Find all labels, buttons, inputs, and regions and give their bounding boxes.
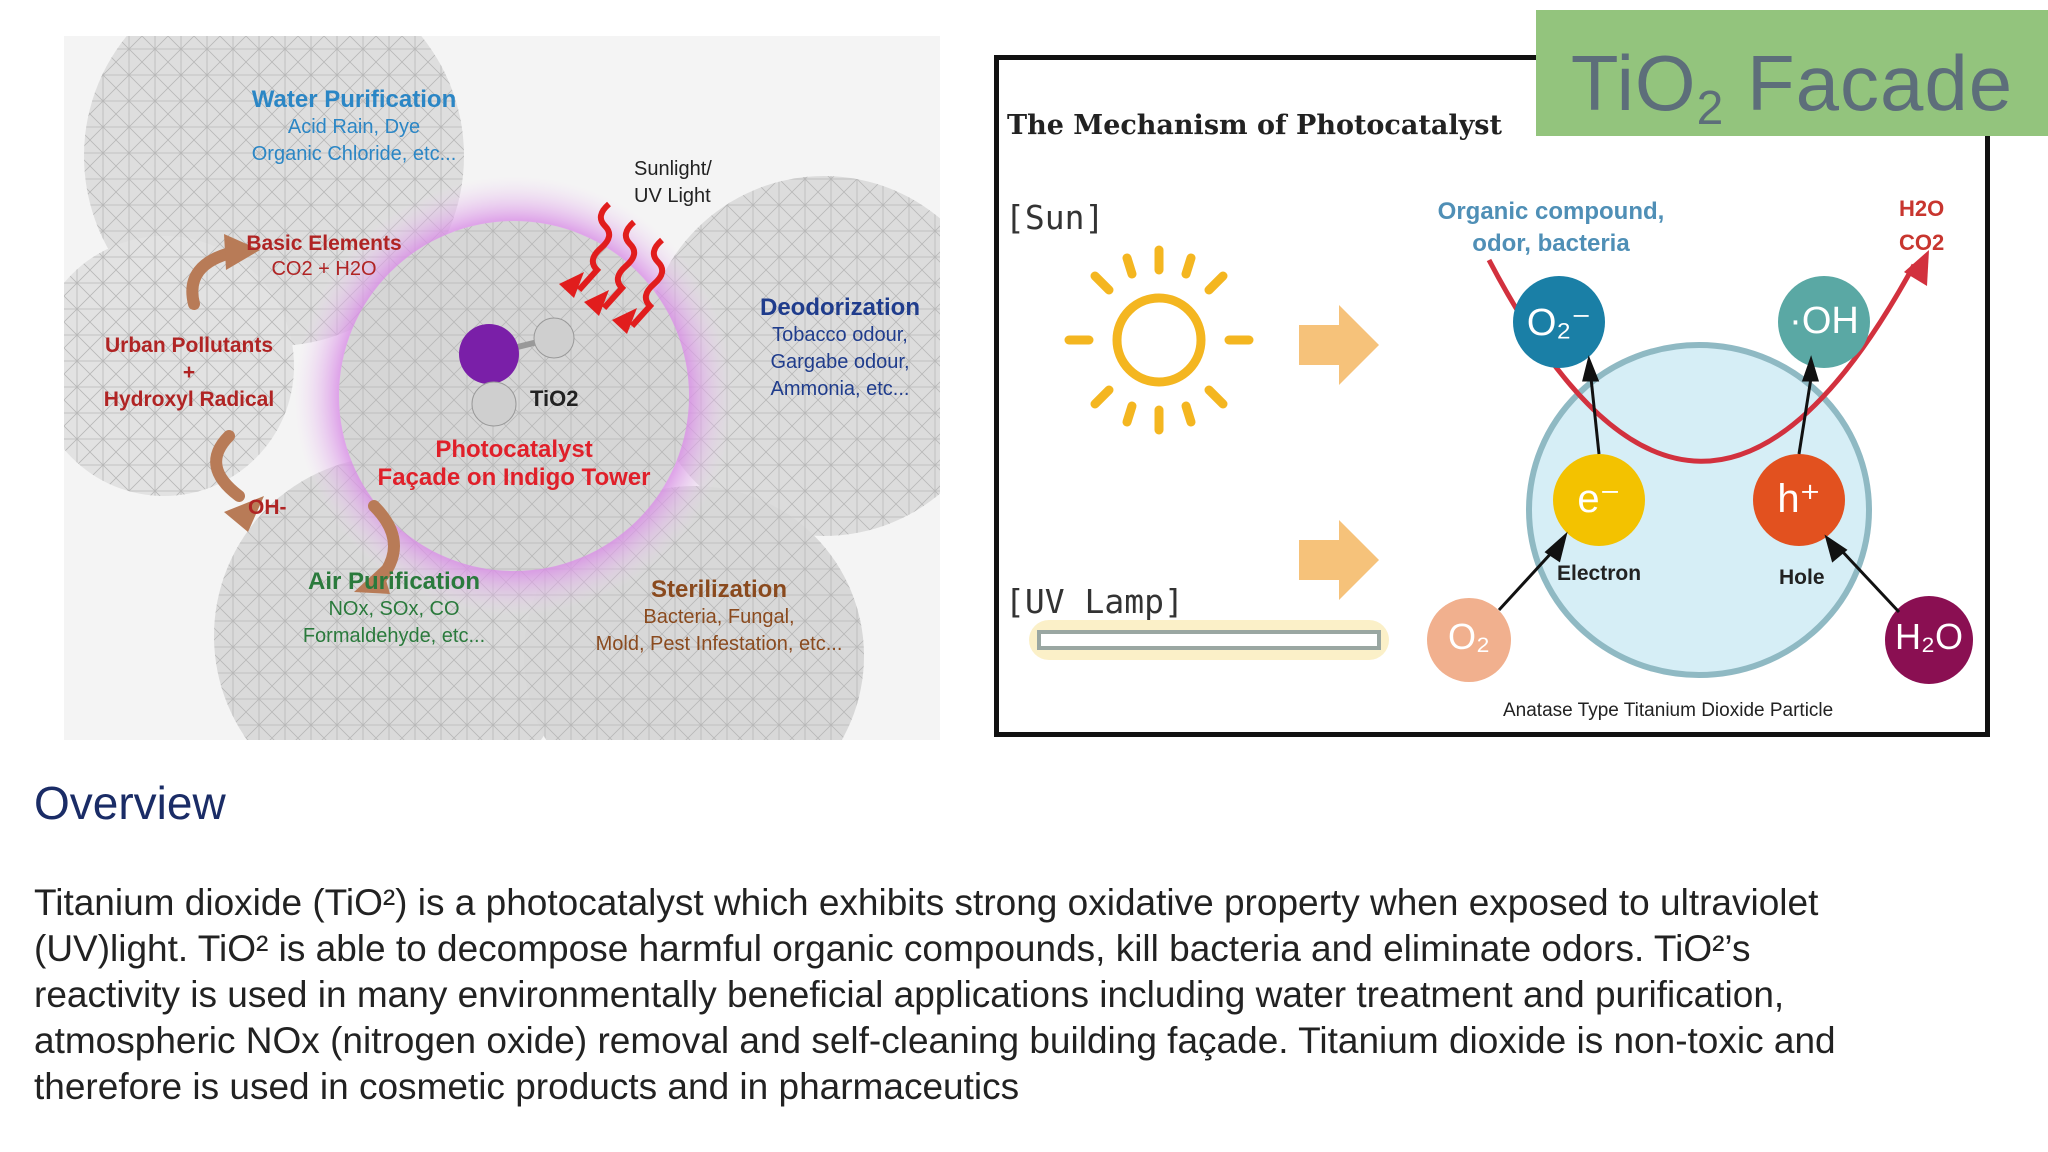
uv-ray-arrows	[576, 201, 666, 329]
sunlight-line: UV Light	[634, 185, 711, 207]
tio2-label: TiO2	[530, 386, 579, 411]
sterilization-title: Sterilization	[650, 576, 788, 603]
infographic-background	[64, 36, 940, 740]
title-main: TiO	[1570, 39, 1697, 127]
water-purification-line: Acid Rain, Dye	[287, 116, 421, 138]
water-circle	[1885, 596, 1973, 684]
deodorization-line: Gargabe odour,	[770, 351, 910, 373]
sun-icon	[1064, 245, 1254, 435]
hole-label: Hole	[1779, 566, 1825, 589]
flow-arrows	[1497, 355, 1901, 614]
deodorization-label: Deodorization Tobacco odour, Gargabe odo…	[740, 294, 940, 403]
sunlight-label: Sunlight/ UV Light	[634, 156, 712, 210]
urban-pollutants-label: Urban Pollutants + Hydroxyl Radical	[94, 332, 284, 413]
water-purification-line: Organic Chloride, etc...	[251, 143, 457, 165]
sun-arrow	[1299, 305, 1379, 385]
uv-lamp-label: [UV Lamp]	[1005, 582, 1184, 621]
photocatalyst-infographic: Water Purification Acid Rain, Dye Organi…	[64, 36, 940, 740]
water-text: H₂O	[1895, 616, 1963, 657]
photocatalyst-line: Photocatalyst	[435, 436, 593, 463]
photocatalyst-label: Photocatalyst Façade on Indigo Tower	[374, 436, 654, 492]
slide-title: TiO2 Facade	[1536, 38, 2048, 136]
products-line: CO2	[1899, 230, 1945, 255]
mechanism-graphics	[1029, 245, 1973, 684]
hole-symbol: h⁺	[1777, 477, 1821, 521]
oxygen-text: O₂	[1448, 616, 1490, 657]
oxygen-circle	[1427, 598, 1511, 682]
sterilization-label: Sterilization Bacteria, Fungal, Mold, Pe…	[574, 576, 864, 658]
water-purification-label: Water Purification Acid Rain, Dye Organi…	[244, 86, 464, 168]
basic-elements-label: Basic Elements CO2 + H2O	[224, 232, 424, 283]
overview-line: reactivity is used in many environmental…	[34, 974, 1785, 1015]
overview-line: therefore is used in cosmetic products a…	[34, 1066, 1020, 1107]
basic-elements-title: Basic Elements	[246, 232, 402, 255]
photocatalyst-line: Façade on Indigo Tower	[377, 464, 651, 491]
air-purification-line: NOx, SOx, CO	[328, 598, 460, 620]
oh-minus-label: OH-	[248, 496, 287, 519]
sterilization-line: Mold, Pest Infestation, etc...	[595, 633, 843, 655]
deodorization-line: Ammonia, etc...	[770, 378, 910, 400]
sterilization-line: Bacteria, Fungal,	[643, 606, 795, 628]
electron-circle	[1553, 454, 1645, 546]
title-subscript: 2	[1696, 82, 1725, 135]
lamp-arrow	[1299, 520, 1379, 600]
oxygen-atom	[471, 381, 517, 427]
o2-minus-circle	[1513, 276, 1605, 368]
hydroxyl-circle	[1778, 276, 1870, 368]
organic-line: odor, bacteria	[1472, 230, 1630, 257]
organic-line: Organic compound,	[1437, 198, 1665, 225]
air-purification-title: Air Purification	[307, 568, 481, 595]
deodorization-line: Tobacco odour,	[772, 324, 908, 346]
sun-label: [Sun]	[1005, 198, 1105, 237]
o2-minus-text: O₂⁻	[1526, 302, 1592, 344]
products-label: H2O CO2	[1899, 192, 1944, 260]
hydroxyl-text: ·OH	[1789, 300, 1859, 342]
mechanism-heading: The Mechanism of Photocatalyst	[1007, 110, 1502, 141]
basic-elements-sub: CO2 + H2O	[271, 258, 377, 280]
sunlight-line: Sunlight/	[634, 158, 712, 180]
urban-pollutants-line: Urban Pollutants	[104, 334, 273, 357]
oxygen-atom	[533, 317, 575, 359]
electron-label: Electron	[1557, 562, 1642, 585]
electron-symbol: e⁻	[1577, 477, 1621, 521]
water-purification-title: Water Purification	[251, 86, 457, 113]
overview-body: Titanium dioxide (TiO²) is a photocataly…	[34, 880, 2014, 1110]
overview-line: atmospheric NOx (nitrogen oxide) removal…	[34, 1020, 1836, 1061]
hole-circle	[1753, 454, 1845, 546]
title-badge: TiO2 Facade	[1536, 10, 2048, 136]
organic-compound-label: Organic compound, odor, bacteria	[1351, 196, 1751, 260]
urban-pollutants-line: +	[182, 361, 196, 384]
products-line: H2O	[1899, 196, 1945, 221]
particle-caption: Anatase Type Titanium Dioxide Particle	[1503, 700, 1834, 721]
air-purification-label: Air Purification NOx, SOx, CO Formaldehy…	[274, 568, 514, 650]
overview-heading: Overview	[34, 777, 226, 829]
title-rest: Facade	[1724, 39, 2014, 127]
mechanism-diagram: The Mechanism of Photocatalyst [Sun] [UV…	[994, 55, 1990, 737]
air-purification-line: Formaldehyde, etc...	[302, 625, 486, 647]
urban-pollutants-line: Hydroxyl Radical	[103, 388, 275, 411]
deodorization-title: Deodorization	[760, 294, 920, 321]
overview-line: Titanium dioxide (TiO²) is a photocataly…	[34, 882, 1819, 923]
overview-line: (UV)light. TiO² is able to decompose har…	[34, 928, 1751, 969]
titanium-atom	[459, 324, 519, 384]
uv-lamp-tube	[1037, 630, 1381, 650]
